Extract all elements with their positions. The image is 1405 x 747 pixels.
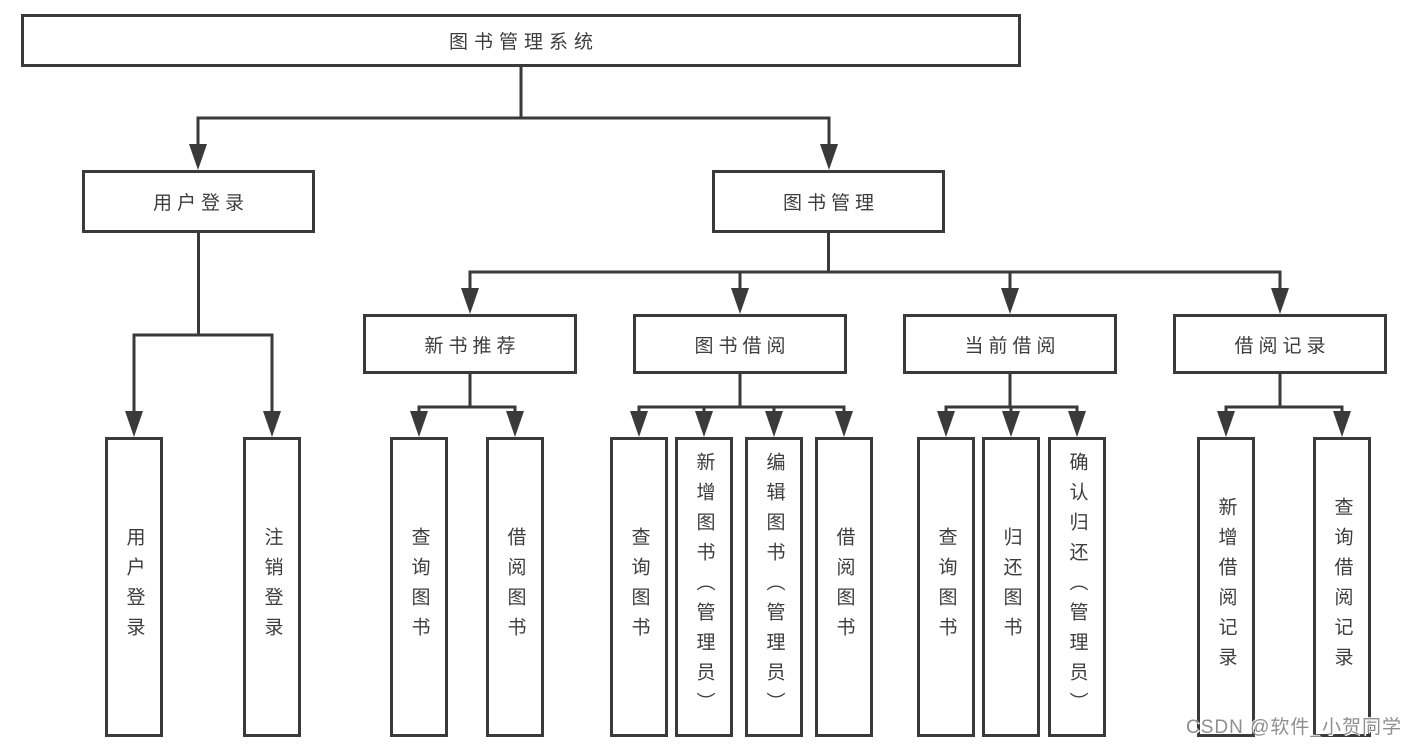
node-user-login: 用户登录 [82,170,315,233]
leaf-edit-books-admin-label: 编辑图书（管理员） [763,452,785,722]
leaf-query-books-recommend-label: 查询图书 [408,527,430,647]
csdn-watermark: CSDN @软件_小贺同学 [1186,717,1402,738]
leaf-return-books-label: 归还图书 [1000,527,1022,647]
leaf-return-books: 归还图书 [982,437,1040,737]
leaf-add-borrow-record-label: 新增借阅记录 [1215,497,1237,677]
connector-root-to-level1 [189,67,838,170]
leaf-query-borrow-record: 查询借阅记录 [1313,437,1371,737]
leaf-query-books-current-label: 查询图书 [935,527,957,647]
leaf-confirm-return-admin-label: 确认归还（管理员） [1066,452,1088,722]
leaf-borrow-books-recommend-label: 借阅图书 [504,527,526,647]
node-new-book-recommend: 新书推荐 [363,314,577,374]
node-book-borrowing: 图书借阅 [633,314,847,374]
node-book-management-label: 图书管理 [782,193,879,214]
node-library-system: 图书管理系统 [21,14,1021,67]
connector-current-borrowing-to-leaves [937,374,1086,437]
leaf-add-books-admin: 新增图书（管理员） [675,437,733,737]
leaf-query-books-recommend: 查询图书 [390,437,448,737]
leaf-query-books-borrowing-label: 查询图书 [628,527,650,647]
leaf-logout-label: 注销登录 [261,527,283,647]
leaf-query-books-borrowing: 查询图书 [610,437,668,737]
leaf-confirm-return-admin: 确认归还（管理员） [1048,437,1106,737]
node-borrowing-records: 借阅记录 [1173,314,1387,374]
leaf-query-borrow-record-label: 查询借阅记录 [1331,497,1353,677]
leaf-logout: 注销登录 [243,437,301,737]
leaf-add-books-admin-label: 新增图书（管理员） [693,452,715,722]
connector-user-login-to-leaves [125,233,281,437]
leaf-user-login-label: 用户登录 [123,527,145,647]
leaf-edit-books-admin: 编辑图书（管理员） [745,437,803,737]
node-book-management: 图书管理 [712,170,945,233]
node-library-system-label: 图书管理系统 [448,32,599,53]
node-current-borrowing: 当前借阅 [903,314,1117,374]
connector-new-book-recommend-to-leaves [410,374,524,437]
connector-borrowing-records-to-leaves [1217,374,1351,437]
connector-book-borrowing-to-leaves [630,374,853,437]
node-current-borrowing-label: 当前借阅 [964,335,1061,357]
leaf-borrow-books-label: 借阅图书 [833,527,855,647]
node-user-login-label: 用户登录 [152,193,249,214]
node-new-book-recommend-label: 新书推荐 [424,335,521,357]
node-book-borrowing-label: 图书借阅 [694,335,791,357]
connector-book-management-to-level2 [461,233,1289,314]
leaf-query-books-current: 查询图书 [917,437,975,737]
leaf-user-login: 用户登录 [105,437,163,737]
node-borrowing-records-label: 借阅记录 [1234,335,1331,357]
leaf-add-borrow-record: 新增借阅记录 [1197,437,1255,737]
leaf-borrow-books-recommend: 借阅图书 [486,437,544,737]
leaf-borrow-books: 借阅图书 [815,437,873,737]
